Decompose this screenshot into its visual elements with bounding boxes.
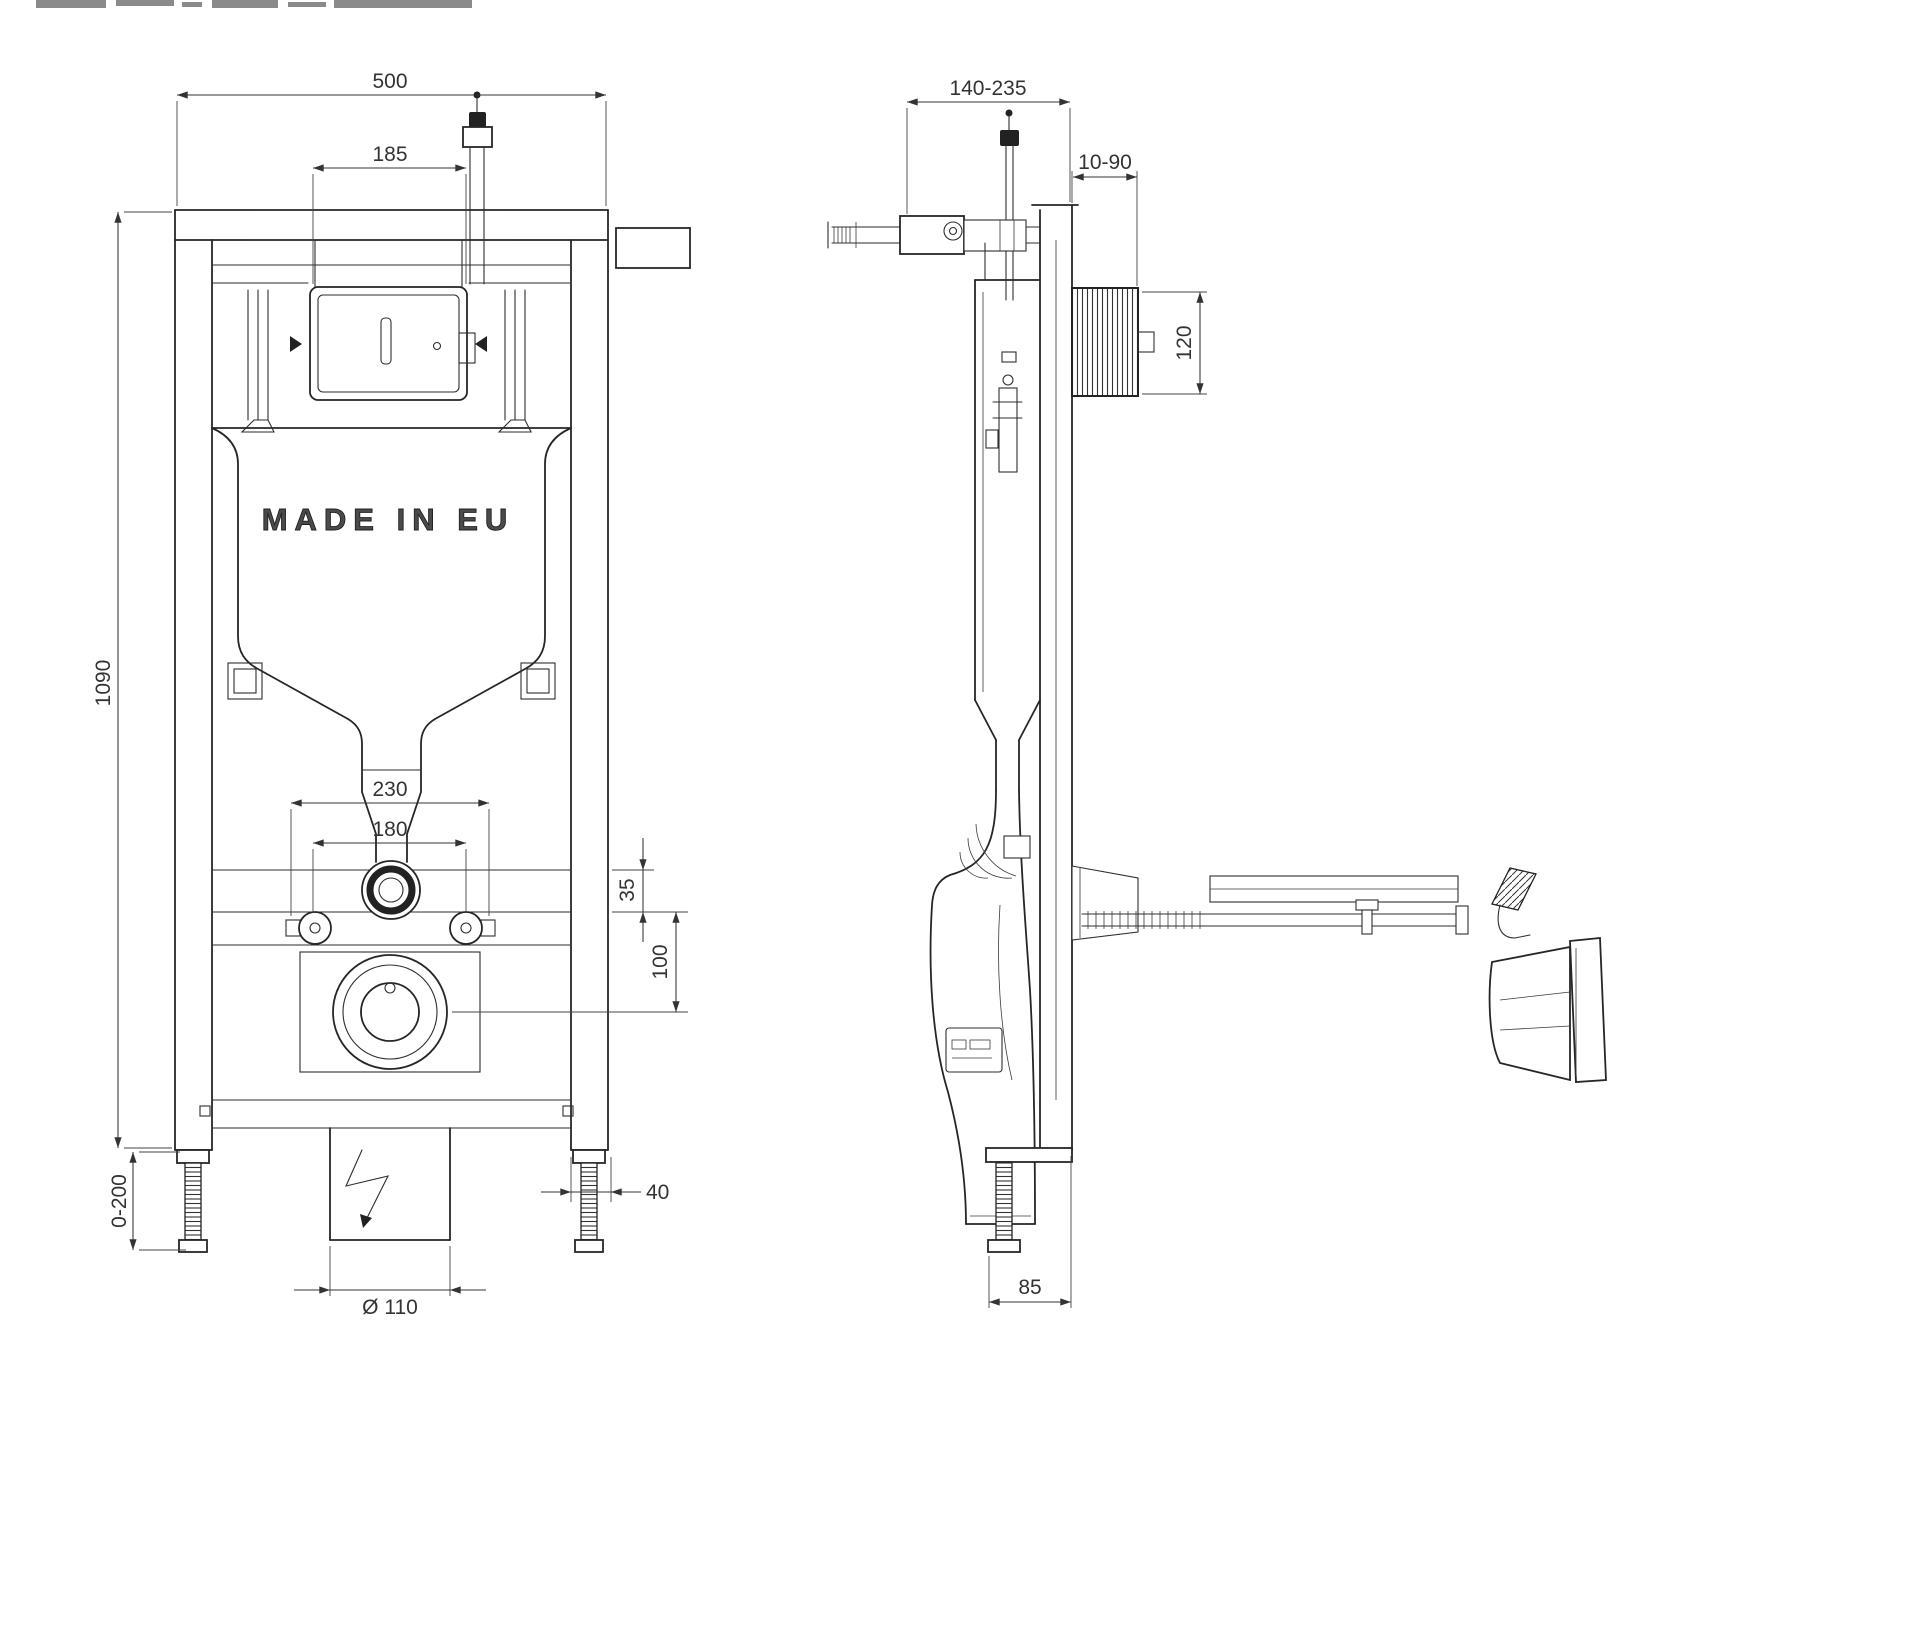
flush-access-box xyxy=(290,286,487,401)
drain-duct-front xyxy=(329,1127,451,1241)
dim-185-label: 185 xyxy=(372,143,407,166)
dim-140-235: 140-235 xyxy=(906,77,1071,214)
dim-40: 40 xyxy=(541,1157,669,1204)
outlet-assembly-front xyxy=(299,951,481,1073)
mounting-frame-front xyxy=(174,209,609,1151)
dim-drain-diameter: Ø 110 xyxy=(294,1246,486,1319)
dim-100: 100 xyxy=(452,912,688,1013)
side-view-drawing: 140-235 10-90 120 85 xyxy=(827,77,1607,1308)
dim-120-label: 120 xyxy=(1173,325,1196,360)
fixing-band-front xyxy=(211,860,572,946)
front-view-drawing: MADE IN EU 500 185 1090 0-200 xyxy=(92,70,691,1319)
fill-valve-front xyxy=(462,91,493,285)
dim-120: 120 xyxy=(1142,291,1207,395)
fixing-parts-side xyxy=(1071,865,1537,941)
hanger-channels-front xyxy=(240,239,532,433)
dim-85-label: 85 xyxy=(1018,1276,1041,1299)
left-leg-front xyxy=(176,1149,210,1253)
wall-bracket-block xyxy=(1071,287,1155,397)
flush-bend-side xyxy=(929,789,1036,1225)
dim-10-90-label: 10-90 xyxy=(1078,151,1132,174)
dim-230-label: 230 xyxy=(372,778,407,801)
cistern-side xyxy=(974,279,1041,791)
dim-35: 35 xyxy=(612,838,688,942)
dim-10-90: 10-90 xyxy=(1071,151,1138,286)
dim-1090: 1090 xyxy=(92,211,172,1149)
dim-500-label: 500 xyxy=(372,70,407,93)
dim-500: 500 xyxy=(176,70,607,206)
dim-110-label: Ø 110 xyxy=(362,1296,418,1319)
connection-sleeve xyxy=(1488,937,1607,1083)
dim-0-200-label: 0-200 xyxy=(108,1174,131,1228)
dim-85: 85 xyxy=(988,1156,1072,1308)
dim-35-label: 35 xyxy=(616,878,639,901)
leg-side xyxy=(985,1147,1073,1253)
dim-185: 185 xyxy=(312,143,467,284)
cistern-front xyxy=(211,264,572,863)
supply-valve-side xyxy=(827,109,1041,301)
dim-100-label: 100 xyxy=(649,944,672,979)
right-leg-front xyxy=(572,1149,606,1253)
flush-plate-box xyxy=(615,227,691,269)
dim-0-200: 0-200 xyxy=(108,1151,186,1251)
made-in-eu-label: MADE IN EU xyxy=(262,502,515,537)
top-edge-artifact xyxy=(36,0,472,8)
dim-230: 230 xyxy=(290,778,490,916)
dim-140-235-label: 140-235 xyxy=(949,77,1026,100)
dim-1090-label: 1090 xyxy=(92,660,115,707)
dim-40-label: 40 xyxy=(646,1181,669,1204)
dim-180: 180 xyxy=(312,818,467,913)
dim-180-label: 180 xyxy=(372,818,407,841)
